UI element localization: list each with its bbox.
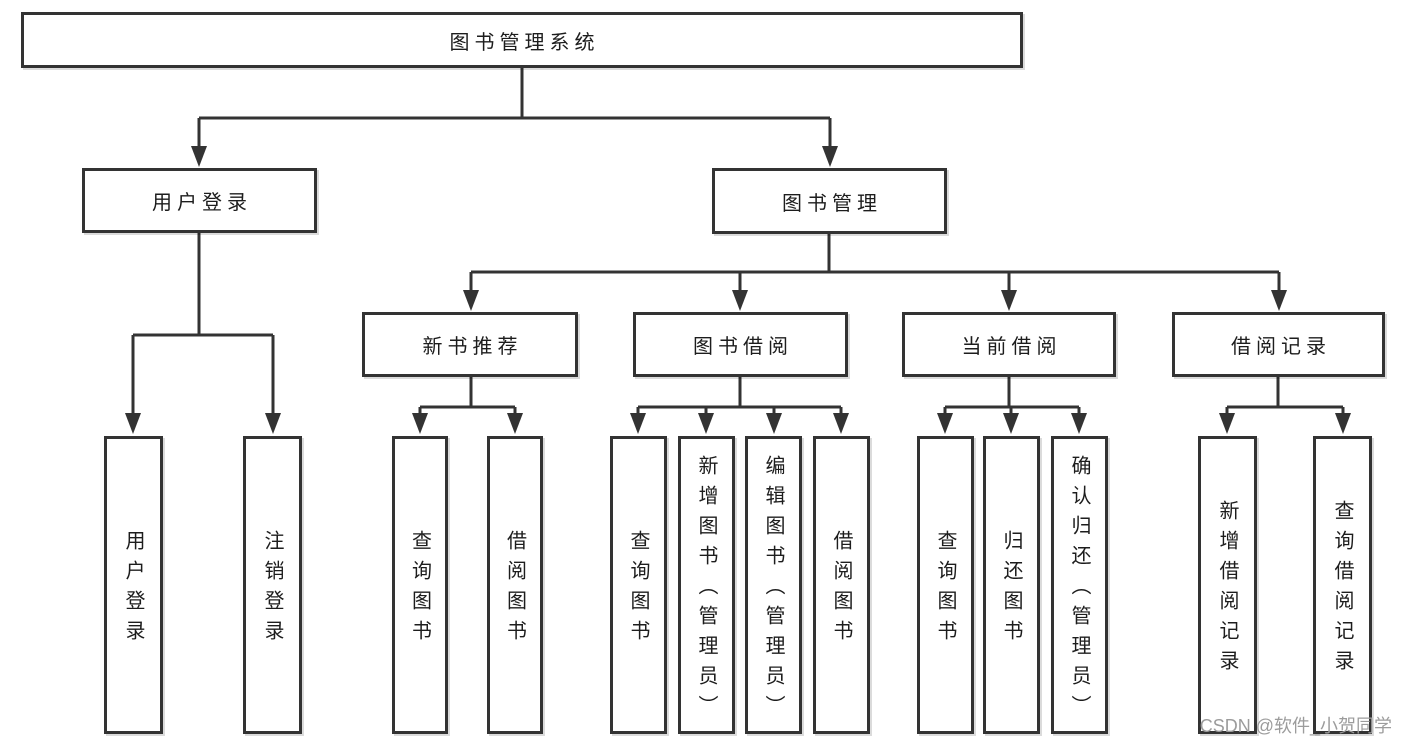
node-leaf-query-book-3-label: 查询图书 (934, 530, 956, 650)
node-user-login: 用户登录 (82, 168, 317, 233)
node-borrow-record: 借阅记录 (1172, 312, 1385, 377)
connector-new-book (412, 377, 523, 434)
node-leaf-edit-book-admin-label: 编辑图书（管理员） (762, 455, 784, 725)
node-leaf-query-book-3: 查询图书 (917, 436, 974, 734)
node-book-borrow: 图书借阅 (633, 312, 848, 377)
node-current-borrow: 当前借阅 (902, 312, 1116, 377)
node-leaf-add-borrow-record-label: 新增借阅记录 (1216, 500, 1238, 680)
node-leaf-logout: 注销登录 (243, 436, 302, 734)
connector-book-management (463, 234, 1287, 311)
node-borrow-record-label: 借阅记录 (1231, 336, 1331, 358)
node-leaf-query-book-1-label: 查询图书 (408, 530, 431, 650)
node-leaf-query-borrow-record: 查询借阅记录 (1313, 436, 1372, 734)
node-leaf-return-book-label: 归还图书 (1000, 530, 1022, 650)
node-leaf-borrow-book-1: 借阅图书 (487, 436, 543, 734)
connector-user-login (125, 233, 281, 434)
node-leaf-user-login: 用户登录 (104, 436, 163, 734)
connector-root (191, 68, 838, 167)
node-leaf-add-book-admin: 新增图书（管理员） (678, 436, 735, 734)
node-leaf-query-book-2-label: 查询图书 (627, 530, 649, 650)
node-leaf-confirm-return-admin-label: 确认归还（管理员） (1068, 455, 1090, 725)
node-leaf-return-book: 归还图书 (983, 436, 1040, 734)
node-leaf-user-login-label: 用户登录 (122, 530, 144, 650)
node-leaf-confirm-return-admin: 确认归还（管理员） (1051, 436, 1108, 734)
node-leaf-logout-label: 注销登录 (261, 530, 283, 650)
node-leaf-add-borrow-record: 新增借阅记录 (1198, 436, 1257, 734)
node-new-book-recommend: 新书推荐 (362, 312, 578, 377)
node-book-borrow-label: 图书借阅 (693, 336, 793, 358)
node-new-book-recommend-label: 新书推荐 (422, 336, 523, 358)
node-book-management: 图书管理 (712, 168, 947, 234)
watermark-text: CSDN @软件_小贺同学 (1199, 716, 1392, 736)
node-leaf-borrow-book-2-label: 借阅图书 (830, 530, 852, 650)
node-leaf-query-book-2: 查询图书 (610, 436, 667, 734)
node-library-system: 图书管理系统 (21, 12, 1023, 68)
connector-borrow-record (1219, 377, 1351, 434)
node-leaf-add-book-admin-label: 新增图书（管理员） (695, 455, 717, 725)
node-leaf-borrow-book-2: 借阅图书 (813, 436, 870, 734)
node-user-login-label: 用户登录 (152, 192, 252, 214)
node-book-management-label: 图书管理 (782, 192, 882, 215)
connector-current-borrow (937, 377, 1087, 434)
node-current-borrow-label: 当前借阅 (961, 336, 1062, 358)
connector-book-borrow (630, 377, 849, 434)
node-leaf-query-book-1: 查询图书 (392, 436, 448, 734)
node-leaf-borrow-book-1-label: 借阅图书 (503, 530, 526, 650)
node-leaf-query-borrow-record-label: 查询借阅记录 (1331, 500, 1353, 680)
node-leaf-edit-book-admin: 编辑图书（管理员） (745, 436, 802, 734)
node-library-system-label: 图书管理系统 (449, 31, 600, 54)
